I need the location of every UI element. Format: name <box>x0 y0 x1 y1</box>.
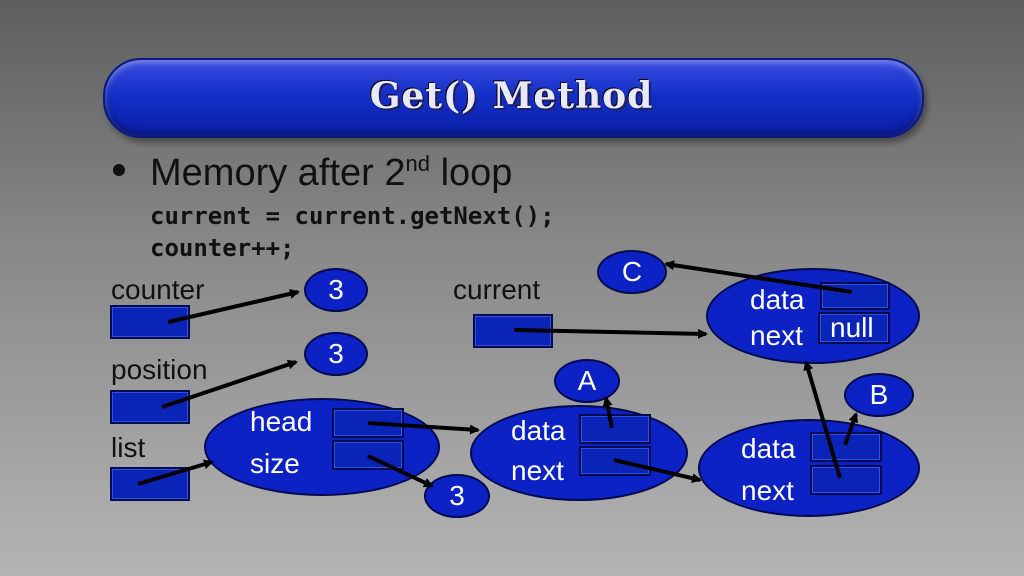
node1-data-label: data <box>511 415 566 446</box>
position-label: position <box>111 354 208 385</box>
node3-data-label: data <box>750 284 805 315</box>
current-label: current <box>453 274 541 305</box>
bullet-superscript: nd <box>405 151 431 176</box>
position-box <box>110 390 190 424</box>
node2-next-box <box>810 465 882 495</box>
list-box <box>110 467 190 501</box>
code-line-1: current = current.getNext(); <box>150 202 555 230</box>
size-label: size <box>250 448 300 479</box>
counter-value-circle: 3 <box>304 268 368 312</box>
arrow-counter-to-value <box>167 288 300 324</box>
arrow-node1-data <box>602 396 614 429</box>
bullet-tail: loop <box>430 152 513 194</box>
current-box <box>473 314 553 348</box>
node3-next-label: next <box>750 320 803 351</box>
code-line-2: counter++; <box>150 234 295 262</box>
node1-data-box <box>579 414 651 444</box>
arrow-current-to-node3 <box>513 328 708 339</box>
bullet-main: Memory after 2 <box>150 152 406 194</box>
arrow-node1-next <box>613 458 702 484</box>
size-field-box <box>332 440 404 470</box>
node3-next-box <box>818 312 890 344</box>
size-value-circle: 3 <box>424 474 490 518</box>
node2-data-circle: B <box>844 373 914 417</box>
arrow-position-to-value <box>161 359 298 409</box>
node2-next-label: next <box>741 475 794 506</box>
node3-data-circle: C <box>597 250 667 294</box>
position-value-circle: 3 <box>304 332 368 376</box>
arrow-node2-data <box>843 412 859 446</box>
node2-data-label: data <box>741 433 796 464</box>
slide-title: Get() Method <box>369 75 654 117</box>
node1-data-circle: A <box>554 359 620 403</box>
arrow-head-to-node1 <box>367 421 480 435</box>
counter-label: counter <box>111 274 205 305</box>
node3-data-box <box>820 282 890 310</box>
bullet-dot <box>113 164 125 176</box>
list-label: list <box>111 432 146 463</box>
node1-next-label: next <box>511 455 564 486</box>
node3-next-null: null <box>830 312 874 343</box>
title-banner <box>103 58 924 138</box>
arrow-node2-next <box>803 360 842 479</box>
arrow-node3-data <box>664 260 853 294</box>
arrow-size-to-value <box>367 454 434 488</box>
arrow-list-to-object <box>137 459 214 486</box>
head-label: head <box>250 406 313 437</box>
bullet-text: Memory after 2nd loop <box>150 152 512 195</box>
node-2 <box>698 419 920 517</box>
